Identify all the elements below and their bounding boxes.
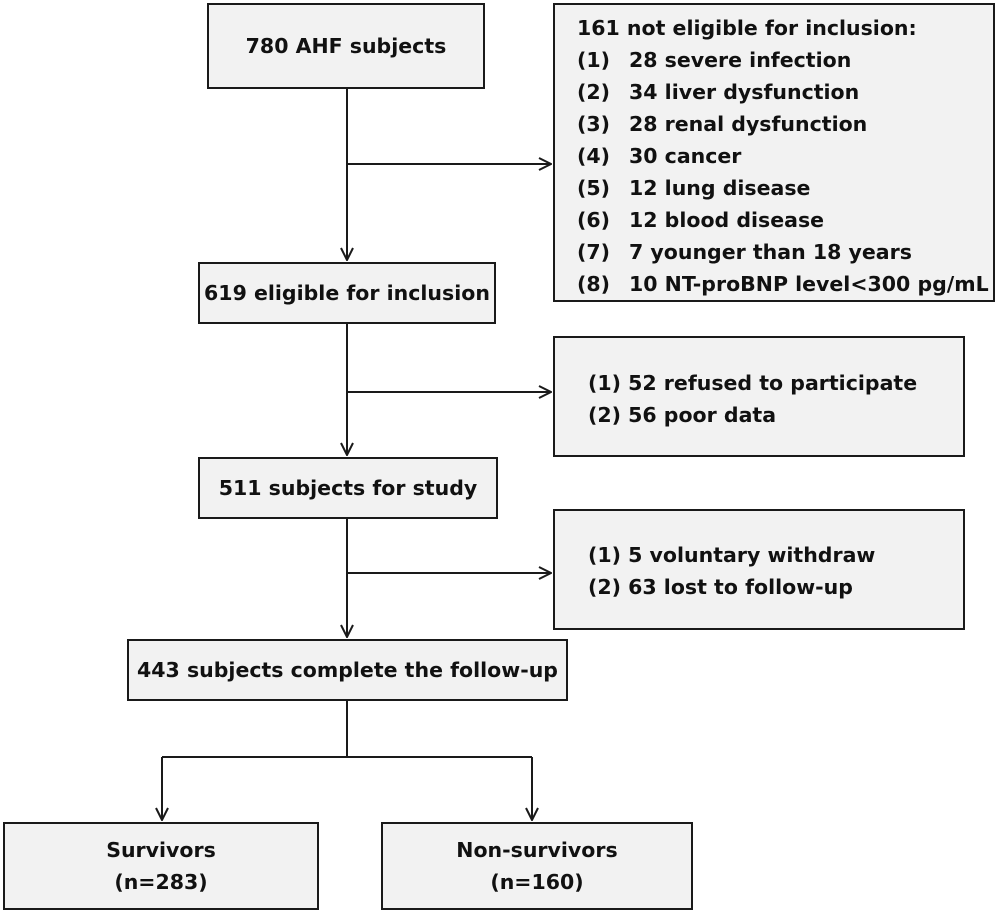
exclusion-item: (6) 12 blood disease: [577, 204, 993, 236]
non-survivors-box: Non-survivors (n=160): [381, 822, 693, 910]
study-label: 511 subjects for study: [218, 476, 478, 500]
exclusion-reason: (1) 52 refused to participate: [588, 371, 918, 395]
exclusion-item-text: 30 cancer: [629, 144, 742, 168]
exclusion-title: 161 not eligible for inclusion:: [577, 16, 917, 40]
exclusion-item-text: 28 renal dysfunction: [629, 112, 868, 136]
exclusion-item-text: 10 NT-proBNP level<300 pg/mL: [629, 272, 989, 296]
survivors-count: (n=283): [114, 870, 208, 894]
exclusion-item-text: 12 blood disease: [629, 208, 825, 232]
eligible-box: 619 eligible for inclusion: [198, 262, 496, 324]
total-subjects-box: 780 AHF subjects: [207, 3, 485, 89]
exclusion-item-number: (1): [577, 48, 611, 72]
exclusion-item: (2) 34 liver dysfunction: [577, 76, 993, 108]
exclusion-box-not-eligible: 161 not eligible for inclusion: (1) 28 s…: [553, 3, 995, 302]
exclusion-item: (8) 10 NT-proBNP level<300 pg/mL: [577, 268, 993, 300]
exclusion-item: (4) 30 cancer: [577, 140, 993, 172]
exclusion-box-refused: (1) 52 refused to participate (2) 56 poo…: [553, 336, 965, 457]
eligible-label: 619 eligible for inclusion: [204, 281, 490, 305]
exclusion-item-number: (5): [577, 176, 611, 200]
exclusion-item-text: 28 severe infection: [629, 48, 852, 72]
complete-label: 443 subjects complete the follow-up: [137, 658, 558, 682]
study-box: 511 subjects for study: [198, 457, 498, 519]
non-survivors-label: Non-survivors: [456, 838, 618, 862]
non-survivors-count: (n=160): [490, 870, 584, 894]
exclusion-item-text: 12 lung disease: [629, 176, 811, 200]
exclusion-item-number: (7): [577, 240, 611, 264]
exclusion-reason: (2) 63 lost to follow-up: [588, 575, 853, 599]
exclusion-item: (5) 12 lung disease: [577, 172, 993, 204]
exclusion-item: (1) 28 severe infection: [577, 44, 993, 76]
complete-box: 443 subjects complete the follow-up: [127, 639, 568, 701]
total-subjects-label: 780 AHF subjects: [245, 34, 447, 58]
exclusion-item-number: (4): [577, 144, 611, 168]
exclusion-item: (3) 28 renal dysfunction: [577, 108, 993, 140]
exclusion-item-number: (8): [577, 272, 611, 296]
exclusion-reason: (1) 5 voluntary withdraw: [588, 543, 876, 567]
survivors-box: Survivors (n=283): [3, 822, 319, 910]
survivors-label: Survivors: [106, 838, 216, 862]
exclusion-item-text: 7 younger than 18 years: [629, 240, 912, 264]
exclusion-item-number: (6): [577, 208, 611, 232]
exclusion-item-number: (3): [577, 112, 611, 136]
exclusion-item: (7) 7 younger than 18 years: [577, 236, 993, 268]
exclusion-item-text: 34 liver dysfunction: [629, 80, 860, 104]
exclusion-box-lost: (1) 5 voluntary withdraw (2) 63 lost to …: [553, 509, 965, 630]
exclusion-reason: (2) 56 poor data: [588, 403, 777, 427]
exclusion-item-number: (2): [577, 80, 611, 104]
